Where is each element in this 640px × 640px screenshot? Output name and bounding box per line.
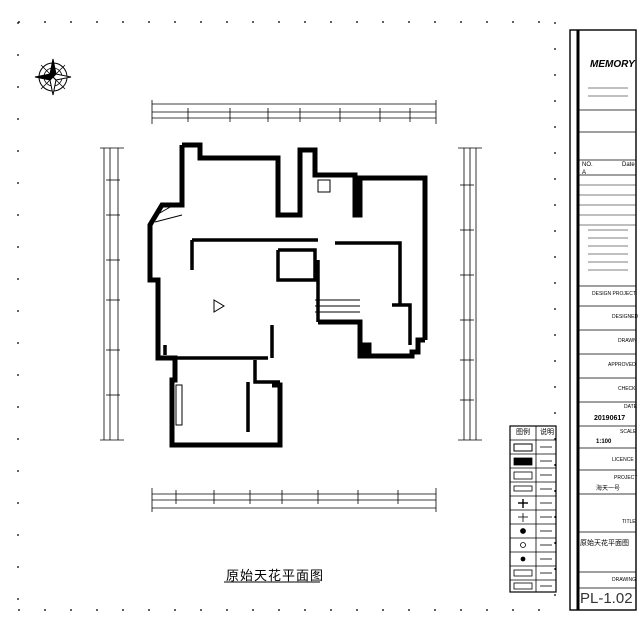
no-label: NO. <box>582 162 593 168</box>
legend-header-desc: 说明 <box>540 429 554 436</box>
field-project: PROJECT <box>614 475 638 481</box>
interior-walls <box>163 238 412 432</box>
thin-details <box>154 179 372 426</box>
field-licence: LICENCE <box>612 457 634 463</box>
floor-plan <box>147 142 428 448</box>
field-date-value: 20190617 <box>594 415 626 422</box>
company-logo-text: MEMORY <box>590 59 635 70</box>
field-title-value: 原始天花平面图 <box>580 540 629 547</box>
sheet-number: PL-1.02 <box>580 590 633 607</box>
field-drawn: DRAWN <box>618 338 637 344</box>
field-title: TITLE <box>622 519 636 525</box>
north-arrow-icon <box>34 58 72 96</box>
legend-table <box>509 425 557 593</box>
exterior-walls <box>147 142 428 448</box>
field-check: CHECK <box>618 386 636 392</box>
field-designed: DESIGNED <box>612 314 639 320</box>
field-scale-value: 1:100 <box>596 439 612 445</box>
legend-header-symbol: 图例 <box>516 429 530 436</box>
field-date: DATE <box>624 404 637 410</box>
field-scale: SCALE <box>620 429 637 435</box>
field-project-value: 海天一号 <box>596 486 621 492</box>
date-label: Date <box>622 162 635 168</box>
revision-mark: A <box>582 170 587 176</box>
field-design-project: DESIGN PROJECT <box>592 291 636 297</box>
drawing-title: 原始天花平面图 <box>226 569 325 584</box>
sheet-border <box>17 21 560 611</box>
dimension-lines <box>100 100 482 512</box>
field-drawing: DRAWING <box>612 577 636 583</box>
field-approved: APPROVED <box>608 362 636 368</box>
title-block <box>569 29 637 611</box>
